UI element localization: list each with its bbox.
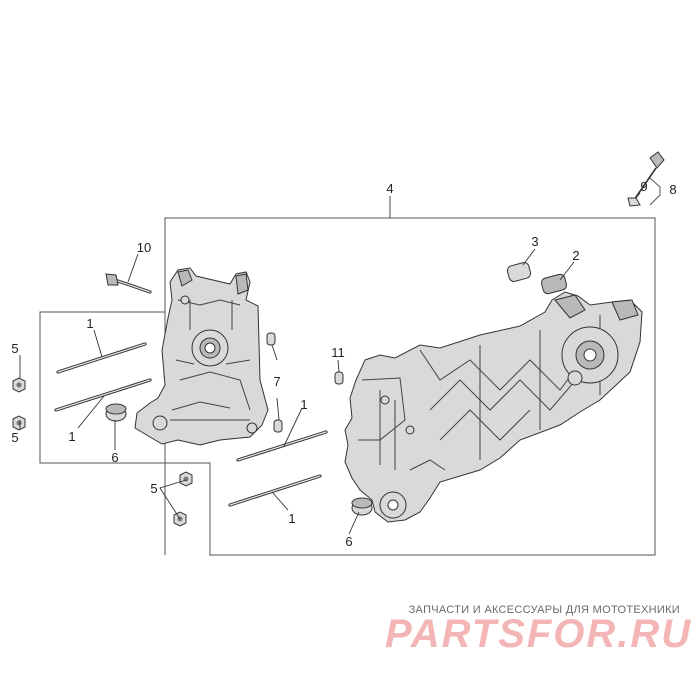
callout-1: 1 — [288, 511, 295, 526]
callout-8: 8 — [669, 182, 676, 197]
group-bracket-8 — [649, 177, 661, 206]
callout-labels: 1 1 1 1 2 3 4 5 5 5 6 6 7 8 9 10 11 — [11, 179, 676, 549]
callout-1: 1 — [300, 397, 307, 412]
dowel-pin-11 — [334, 371, 344, 385]
stud-1-lower-right — [228, 474, 322, 507]
dowel-pin-7-lower — [273, 419, 283, 433]
callout-10: 10 — [137, 240, 151, 255]
stud-1-upper-left — [56, 342, 147, 374]
dipstick-9 — [627, 151, 665, 207]
assembly-frame-4 — [39, 217, 656, 556]
dowel-pin-7-upper — [266, 332, 276, 346]
callout-5: 5 — [150, 481, 157, 496]
stud-1-upper-right — [236, 430, 328, 462]
bushing-2 — [540, 273, 568, 295]
stud-1-lower-left — [54, 378, 152, 412]
bushing-3 — [506, 262, 532, 282]
callout-3: 3 — [531, 234, 538, 249]
callout-6: 6 — [111, 450, 118, 465]
callout-11: 11 — [331, 345, 345, 360]
callout-2: 2 — [572, 248, 579, 263]
callout-1: 1 — [68, 429, 75, 444]
nut-5-upper-left — [12, 377, 26, 393]
callout-1: 1 — [86, 316, 93, 331]
bushing-6-right — [351, 497, 373, 516]
callout-6: 6 — [345, 534, 352, 549]
watermark-logo: PARTSFOR.RU — [385, 612, 693, 656]
leader-lines — [19, 192, 641, 535]
callout-7: 7 — [273, 374, 280, 389]
right-crankcase-half — [344, 291, 643, 523]
bolt-10 — [105, 273, 152, 294]
nut-5-right-top — [179, 471, 193, 487]
callout-9: 9 — [640, 179, 647, 194]
callout-4: 4 — [386, 181, 393, 196]
callout-5: 5 — [11, 341, 18, 356]
left-crankcase-half — [134, 267, 269, 446]
watermark-tagline: ЗАПЧАСТИ И АКСЕССУАРЫ ДЛЯ МОТОТЕХНИКИ — [408, 604, 680, 616]
bushing-6-left — [105, 403, 127, 422]
nut-5-lower-left — [12, 415, 26, 431]
callout-5: 5 — [11, 430, 18, 445]
